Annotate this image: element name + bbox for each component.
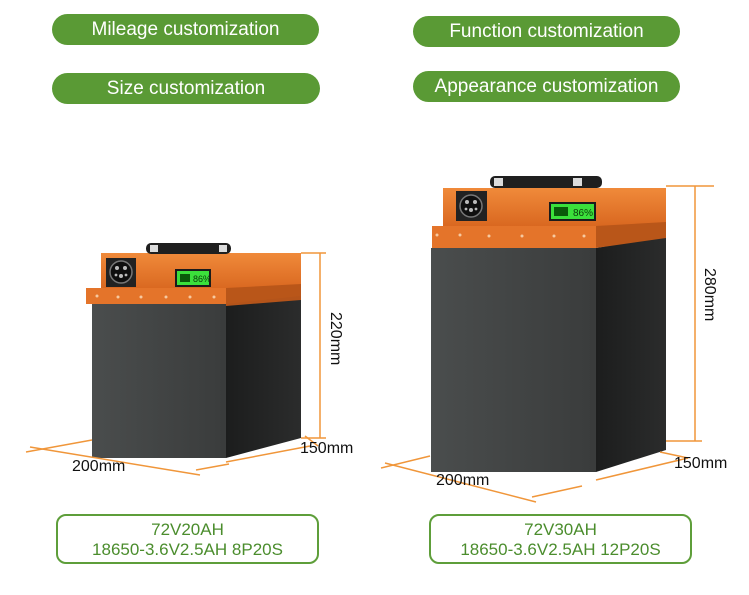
small-battery-display-reading: 86%	[193, 274, 211, 284]
small-battery-side	[226, 287, 301, 458]
large-battery-depth-label: 150mm	[674, 455, 728, 472]
small-battery-width-label: 200mm	[72, 458, 126, 475]
small-battery-height-label: 220mm	[327, 312, 344, 366]
large-battery-spec-box: 72V30AH 18650-3.6V2.5AH 12P20S	[429, 514, 692, 564]
large-battery-front	[431, 248, 596, 472]
battery-level-icon	[549, 202, 596, 221]
large-battery-display-reading: 86%	[573, 208, 593, 219]
large-battery-side	[596, 236, 666, 472]
small-battery-spec-box: 72V20AH 18650-3.6V2.5AH 8P20S	[56, 514, 319, 564]
large-battery-spec-capacity: 72V30AH	[524, 520, 597, 539]
small-battery: 86%	[25, 243, 326, 476]
small-battery-spec-cells: 18650-3.6V2.5AH 8P20S	[92, 540, 283, 559]
large-battery: 86%	[380, 176, 714, 503]
small-battery-dimension-lines	[25, 252, 326, 476]
size-customization-button[interactable]: Size customization	[52, 73, 320, 104]
large-battery-dimension-lines	[380, 185, 714, 503]
small-battery-front	[92, 303, 226, 458]
large-battery-width-label: 200mm	[436, 472, 490, 489]
mileage-customization-button[interactable]: Mileage customization	[52, 14, 319, 45]
large-battery-height-label: 280mm	[701, 268, 718, 322]
small-battery-depth-label: 150mm	[300, 440, 354, 457]
small-battery-handle	[146, 243, 231, 254]
appearance-customization-button[interactable]: Appearance customization	[413, 71, 680, 102]
function-customization-button[interactable]: Function customization	[413, 16, 680, 47]
connector-socket-icon	[106, 258, 136, 287]
large-battery-band	[432, 226, 596, 248]
small-battery-spec-capacity: 72V20AH	[151, 520, 224, 539]
small-battery-band	[86, 288, 226, 304]
connector-socket-icon	[456, 191, 487, 221]
large-battery-spec-cells: 18650-3.6V2.5AH 12P20S	[460, 540, 661, 559]
battery-level-icon	[175, 269, 211, 287]
large-battery-handle	[490, 176, 602, 188]
